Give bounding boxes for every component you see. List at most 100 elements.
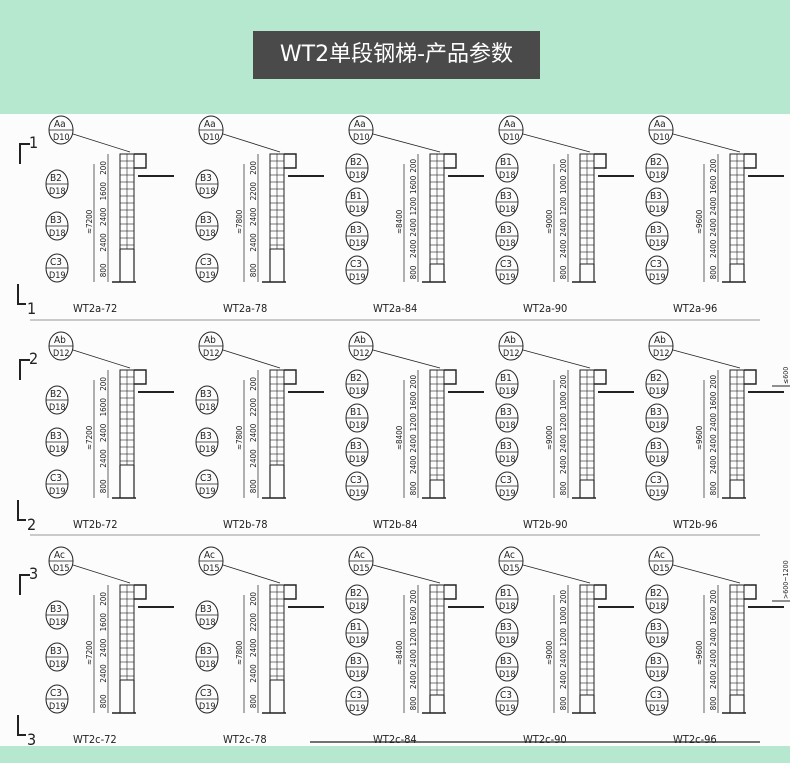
model-name-label: WT2c-90	[523, 733, 567, 746]
segment-dimension-label: 200	[559, 159, 568, 173]
segment-dimension-label: 800	[559, 481, 568, 495]
segment-tag-code: D18	[199, 618, 216, 628]
segment-dimension-label: 2400	[409, 649, 418, 668]
total-height-label: ≈8400	[395, 209, 404, 234]
row-marker-top-number: 1	[29, 133, 38, 152]
segment-dimension-label: 1200	[559, 197, 568, 216]
segment-dimension-label: 2400	[559, 239, 568, 258]
segment-tag-label: B2	[350, 157, 362, 168]
segment-tag-code: D18	[649, 205, 666, 215]
segment-dimension-label: 2200	[249, 398, 258, 417]
model-name-label: WT2b-72	[73, 518, 118, 531]
ladder-hoop	[744, 584, 757, 600]
top-tag-label: Ab	[204, 335, 216, 346]
total-height-label: ≈7200	[85, 425, 94, 450]
segment-tag-code: D19	[49, 702, 66, 712]
segment-dimension-label: 200	[99, 377, 108, 391]
segment-dimension-label: 800	[249, 694, 258, 708]
segment-dimension-label: 800	[99, 694, 108, 708]
segment-tag-code: D18	[649, 636, 666, 646]
leader-line	[72, 564, 131, 584]
row-marker-top-bracket	[19, 359, 30, 380]
segment-tag-label: C3	[500, 259, 512, 270]
segment-dimension-label: 2400	[99, 664, 108, 683]
segment-tag-code: D18	[499, 239, 516, 249]
segment-tag-label: B3	[500, 191, 512, 202]
segment-dimension-label: 1600	[99, 398, 108, 417]
segment-tag-label: B2	[650, 373, 662, 384]
top-tag-code: D10	[53, 133, 70, 143]
segment-dimension-label: 200	[709, 375, 718, 389]
segment-tag-code: D18	[649, 171, 666, 181]
side-note-label: ≤600	[782, 367, 790, 384]
segment-tag-label: B2	[650, 157, 662, 168]
model-name-label: WT2c-72	[73, 733, 117, 746]
total-height-label: ≈9600	[695, 209, 704, 234]
ladder-hoop	[284, 153, 297, 169]
segment-tag-code: D18	[499, 387, 516, 397]
segment-dimension-label: 1000	[559, 391, 568, 410]
segment-dimension-label: 800	[409, 265, 418, 279]
segment-tag-label: C3	[50, 473, 62, 484]
ladder-hoop	[744, 369, 757, 385]
total-height-label: ≈7200	[85, 209, 94, 234]
segment-dimension-label: 2400	[249, 207, 258, 226]
leader-line	[672, 349, 741, 369]
segment-tag-label: C3	[350, 259, 362, 270]
segment-tag-label: B3	[50, 215, 62, 226]
segment-tag-label: B3	[200, 646, 212, 657]
model-name-label: WT2b-84	[373, 518, 418, 531]
top-tag-code: D10	[203, 133, 220, 143]
segment-dimension-label: 800	[559, 696, 568, 710]
segment-dimension-label: 1600	[409, 391, 418, 410]
segment-tag-code: D18	[49, 445, 66, 455]
segment-tag-label: B3	[650, 407, 662, 418]
segment-dimension-label: 2400	[99, 449, 108, 468]
segment-dimension-label: 1600	[99, 182, 108, 201]
top-tag-code: D15	[53, 564, 70, 574]
segment-dimension-label: 800	[99, 479, 108, 493]
segment-tag-label: C3	[350, 690, 362, 701]
segment-dimension-label: 2400	[709, 218, 718, 237]
segment-tag-label: B3	[500, 441, 512, 452]
segment-dimension-label: 200	[559, 590, 568, 604]
top-tag-label: Aa	[654, 119, 666, 130]
top-tag-label: Aa	[54, 119, 66, 130]
segment-tag-label: B3	[650, 441, 662, 452]
segment-dimension-label: 200	[249, 592, 258, 606]
segment-dimension-label: 1600	[99, 613, 108, 632]
row-marker-bottom-bracket	[17, 500, 26, 521]
segment-dimension-label: 2400	[99, 207, 108, 226]
segment-dimension-label: 2400	[559, 670, 568, 689]
total-height-label: ≈8400	[395, 640, 404, 665]
top-tag-code: D15	[653, 564, 670, 574]
segment-tag-label: B1	[500, 157, 512, 168]
segment-tag-label: B3	[500, 622, 512, 633]
side-note-label: >600~1200	[782, 560, 790, 599]
total-height-label: ≈7800	[235, 640, 244, 665]
row-marker-bottom-number: 2	[27, 515, 36, 534]
segment-tag-code: D18	[499, 205, 516, 215]
segment-tag-code: D19	[349, 273, 366, 283]
segment-tag-code: D19	[199, 702, 216, 712]
segment-dimension-label: 2400	[99, 233, 108, 252]
segment-tag-code: D18	[49, 618, 66, 628]
top-tag-label: Ab	[54, 335, 66, 346]
top-tag-code: D10	[653, 133, 670, 143]
segment-tag-code: D19	[649, 273, 666, 283]
leader-line	[72, 349, 131, 369]
segment-dimension-label: 1200	[409, 628, 418, 647]
segment-tag-code: D19	[499, 704, 516, 714]
segment-dimension-label: 800	[709, 481, 718, 495]
segment-tag-label: B3	[350, 441, 362, 452]
segment-tag-code: D18	[349, 387, 366, 397]
segment-tag-label: C3	[200, 473, 212, 484]
ladder-hoop	[444, 369, 457, 385]
segment-tag-label: C3	[500, 475, 512, 486]
segment-tag-label: B3	[200, 431, 212, 442]
model-name-label: WT2b-96	[673, 518, 718, 531]
ladder-diagram: 11AaD10200160024002400800≈7200B2D18B3D18…	[17, 115, 790, 746]
segment-tag-code: D19	[649, 489, 666, 499]
segment-tag-label: B1	[500, 373, 512, 384]
ladder-hoop	[744, 153, 757, 169]
